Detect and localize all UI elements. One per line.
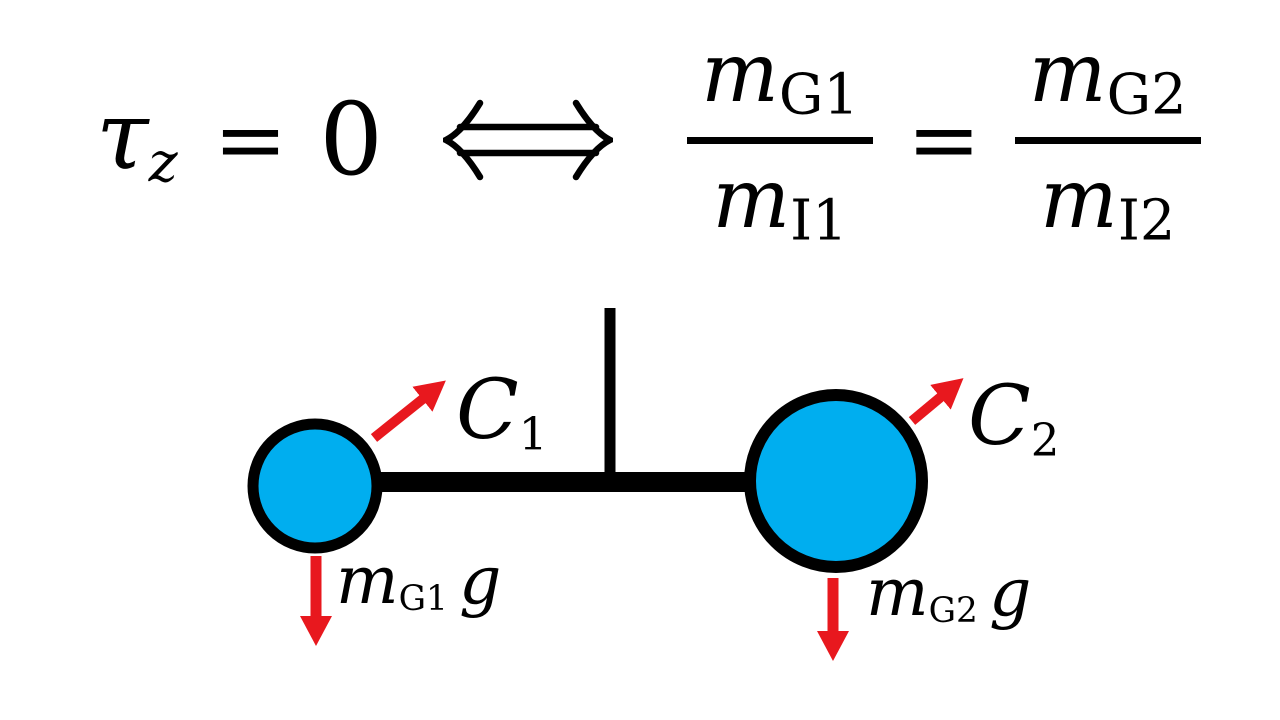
- fraction-right: mG2 mI2: [1014, 26, 1201, 254]
- torque-equation: τz = 0 mG1 mI1 = mG2 mI2: [96, 26, 1201, 253]
- c1-base: C: [456, 363, 519, 458]
- tau-subscript-z: z: [148, 130, 178, 195]
- fraction-right-bar: [1014, 136, 1201, 144]
- tau-symbol: τ: [96, 81, 149, 192]
- tau-z-term: τz: [96, 89, 178, 190]
- c1-subscript: 1: [518, 407, 548, 461]
- zero-value: 0: [319, 81, 383, 198]
- force-arrow-c2: [908, 378, 964, 425]
- fraction-right-denominator: mI2: [1026, 152, 1189, 254]
- fraction-left-bar: [686, 136, 873, 144]
- weight-right-base: m: [866, 554, 929, 631]
- weight-right-subscript: G2: [928, 590, 978, 631]
- fraction-left: mG1 mI1: [686, 26, 873, 254]
- iff-arrow-glyph: [442, 99, 613, 181]
- label-force-c1: C1: [456, 370, 547, 457]
- m-g2-subscript: G2: [1106, 62, 1187, 128]
- c2-base: C: [968, 369, 1031, 464]
- m-i2-base: m: [1040, 151, 1118, 247]
- c2-subscript: 2: [1030, 413, 1060, 467]
- mass-ball-right: [744, 389, 928, 573]
- label-force-c2: C2: [968, 376, 1059, 463]
- fraction-right-numerator: mG2: [1015, 26, 1201, 128]
- m-g1-base: m: [701, 26, 779, 122]
- iff-right-barb: [572, 99, 613, 181]
- iff-left-barb: [442, 99, 484, 181]
- iff-double-arrow-icon: [442, 98, 613, 182]
- force-arrow-c1: [370, 380, 446, 442]
- equals-sign-2: =: [906, 88, 981, 191]
- fraction-left-numerator: mG1: [687, 26, 873, 128]
- equals-sign-1: =: [213, 88, 288, 191]
- weight-left-base: m: [336, 542, 399, 619]
- m-i1-base: m: [712, 151, 791, 247]
- weight-left-g-factor: g: [459, 542, 502, 619]
- weight-left-subscript: G1: [398, 578, 448, 619]
- mass-ball-left: [247, 418, 383, 554]
- fraction-left-denominator: mI1: [698, 152, 861, 254]
- m-g1-subscript: G1: [778, 62, 859, 128]
- m-i1-subscript: I1: [790, 187, 848, 253]
- m-i2-subscript: I2: [1117, 187, 1176, 253]
- weight-right-g-factor: g: [989, 554, 1032, 631]
- m-g2-base: m: [1028, 26, 1107, 122]
